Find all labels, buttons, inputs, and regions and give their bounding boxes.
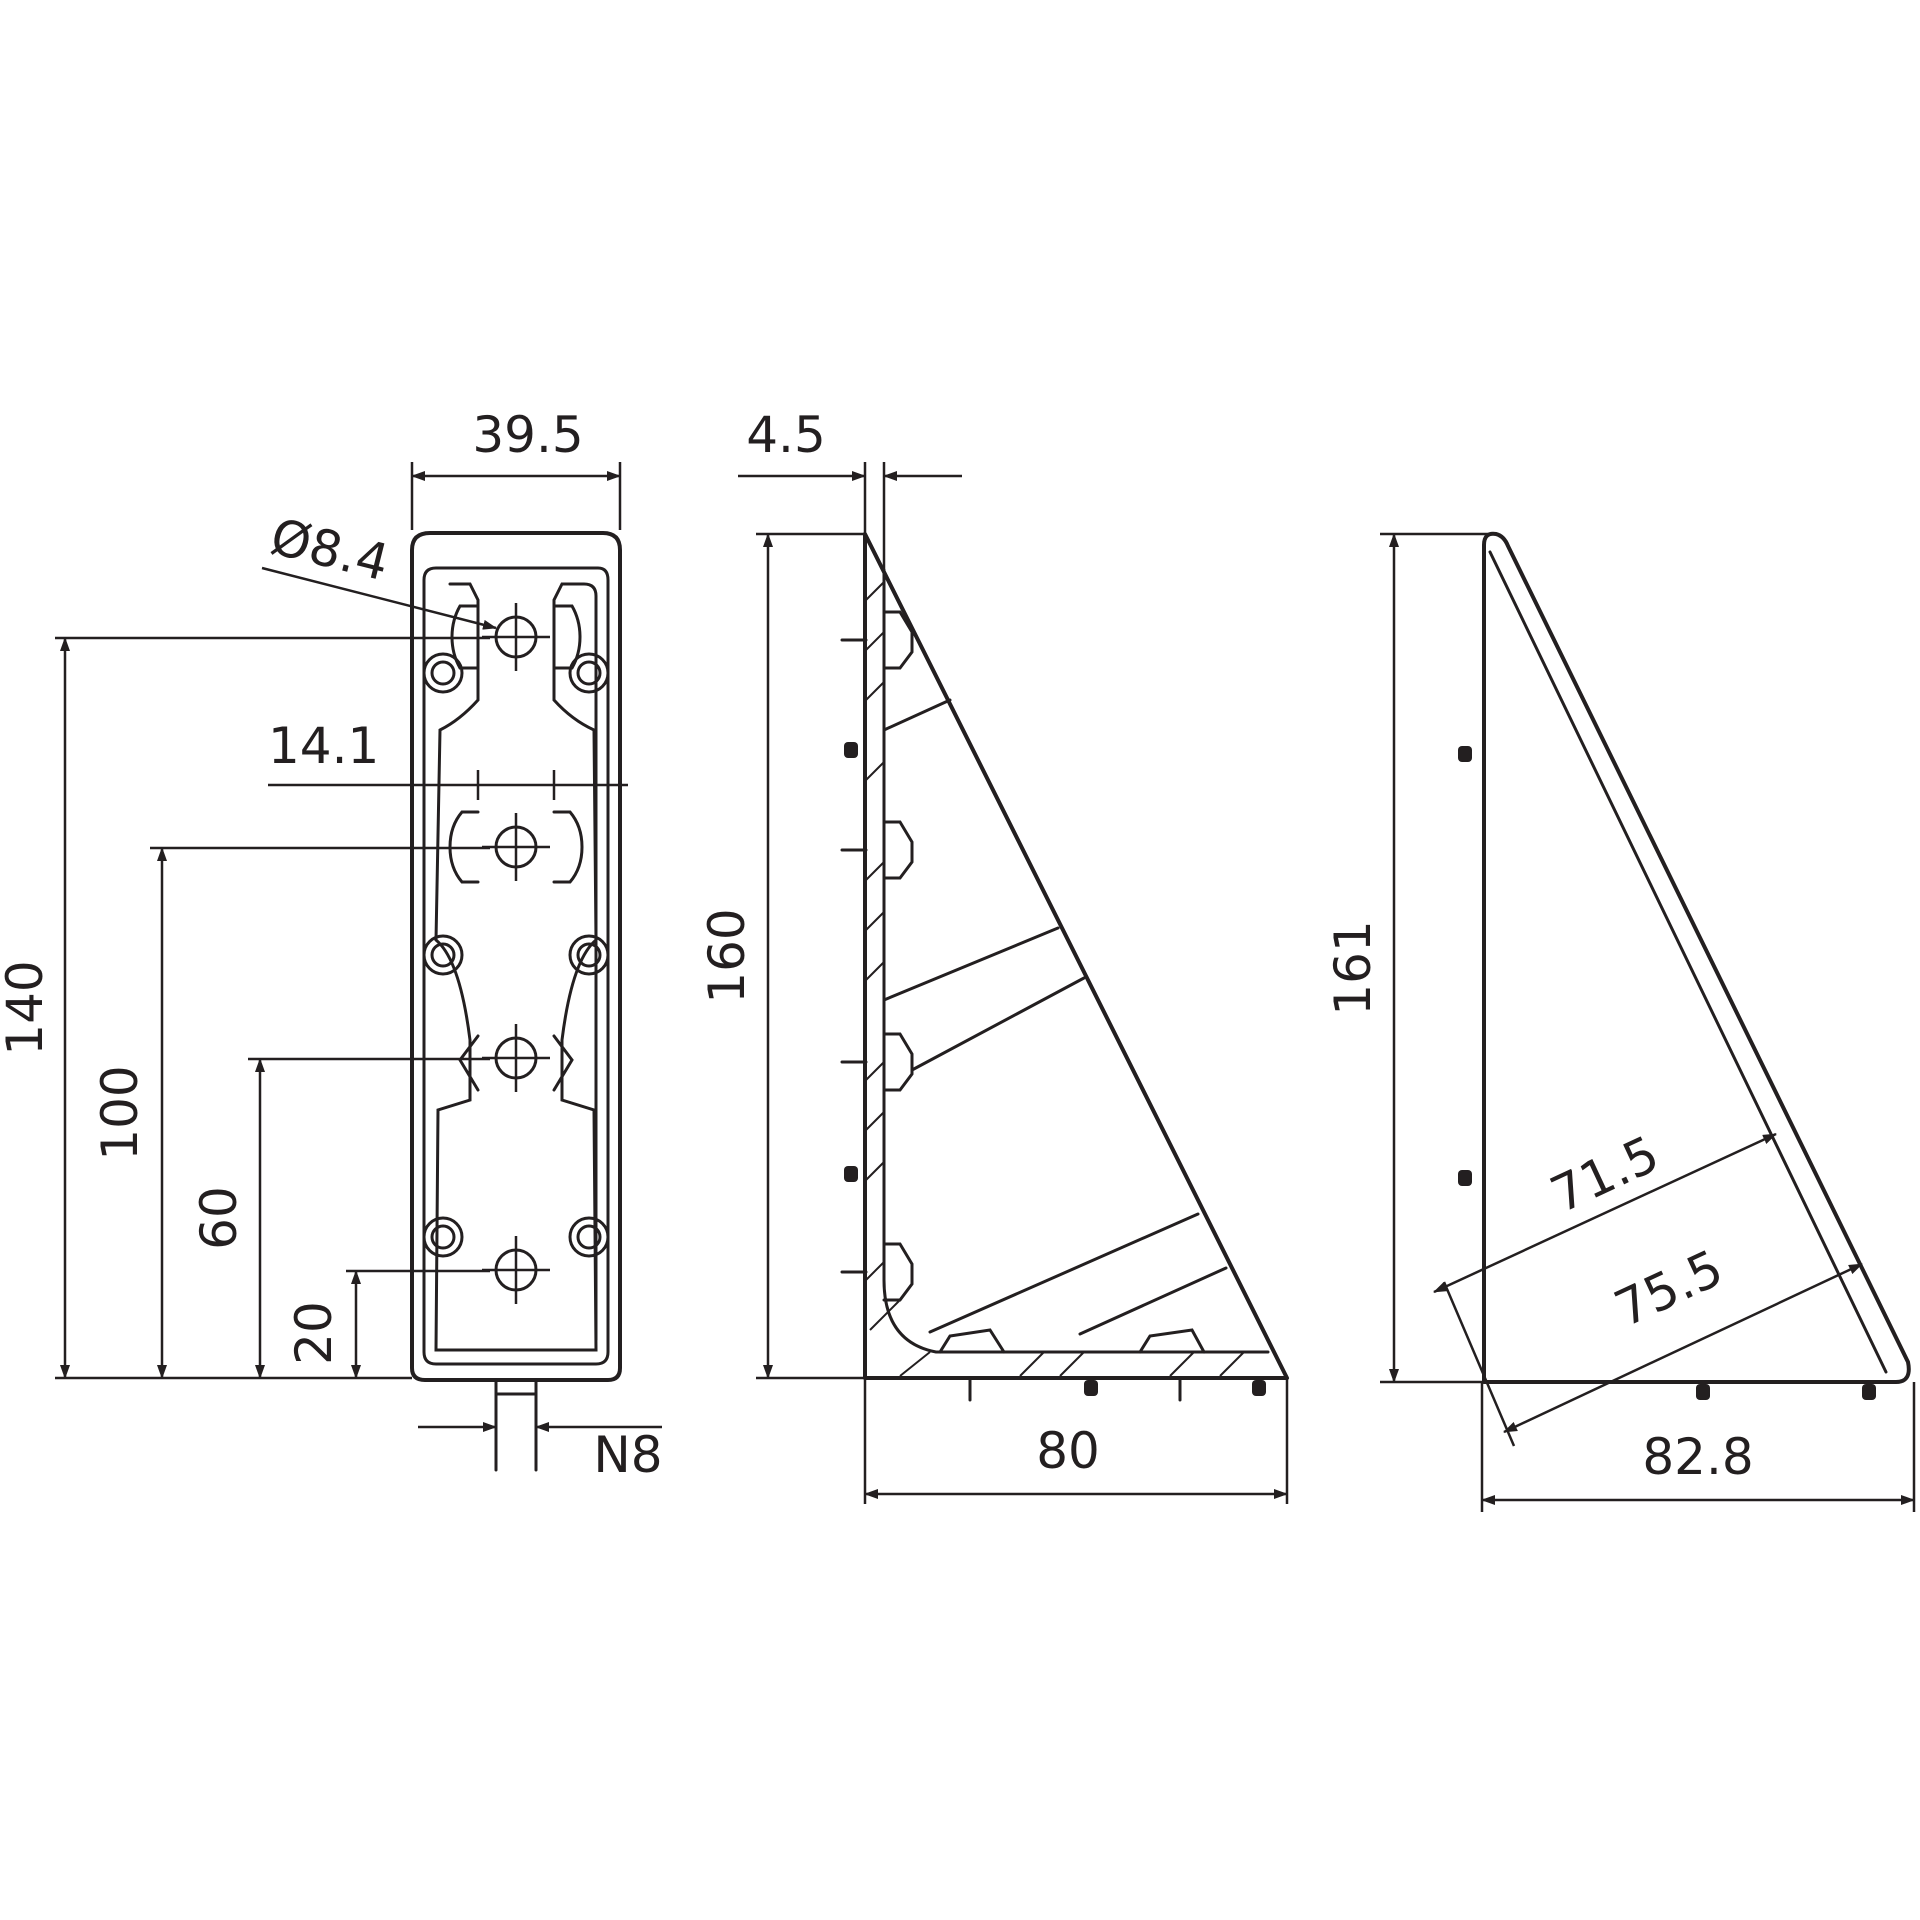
- front-slot-lugs: [448, 604, 584, 1092]
- dim-height-140: 140: [0, 960, 54, 1055]
- side-dimensions: 161 71.5 75.5 82.8: [1324, 532, 1916, 1512]
- dim-section-depth: 80: [1036, 1422, 1100, 1480]
- dim-side-depth: 82.8: [1642, 1428, 1753, 1486]
- dim-height-100: 100: [91, 1065, 149, 1160]
- dim-slot-width: 14.1: [268, 717, 379, 775]
- section-hatching: [865, 581, 1245, 1377]
- front-bosses: [422, 652, 610, 1258]
- dim-height-20: 20: [285, 1301, 343, 1365]
- front-dimensions: 39.5 Ø8.4 14.1 140 100 60 20 N8: [0, 406, 663, 1484]
- side-view: [1458, 531, 1911, 1400]
- dim-side-height: 161: [1324, 920, 1382, 1015]
- front-view: [410, 531, 622, 1472]
- side-chamfer-line: [1488, 550, 1888, 1374]
- dim-slot-nut: N8: [593, 1426, 662, 1484]
- section-outline: [863, 532, 1289, 1380]
- dim-wall-thickness: 4.5: [746, 406, 826, 464]
- front-inner-frame: [422, 566, 610, 1366]
- front-mounting-holes: [482, 603, 550, 1304]
- section-wall-pockets: [840, 610, 914, 1302]
- section-base-pockets: [938, 1328, 1266, 1402]
- dim-side-hypotenuse-inner: 71.5: [1542, 1125, 1667, 1225]
- section-ribs: [882, 698, 1228, 1336]
- dim-section-height: 160: [698, 908, 756, 1003]
- section-dimensions: 4.5 160 80: [698, 406, 1289, 1504]
- side-outline: [1482, 531, 1911, 1384]
- dim-height-60: 60: [190, 1186, 248, 1250]
- front-inner-pocket: [434, 582, 598, 1352]
- section-inner-profile: [882, 568, 1270, 1354]
- front-slot-nut-stem: [494, 1378, 538, 1472]
- section-view: [840, 532, 1289, 1402]
- dim-side-hypotenuse-outer: 75.5: [1606, 1239, 1731, 1339]
- front-outline: [410, 531, 622, 1382]
- dim-hole-diameter: Ø8.4: [265, 507, 394, 592]
- dim-width-39-5: 39.5: [472, 406, 583, 464]
